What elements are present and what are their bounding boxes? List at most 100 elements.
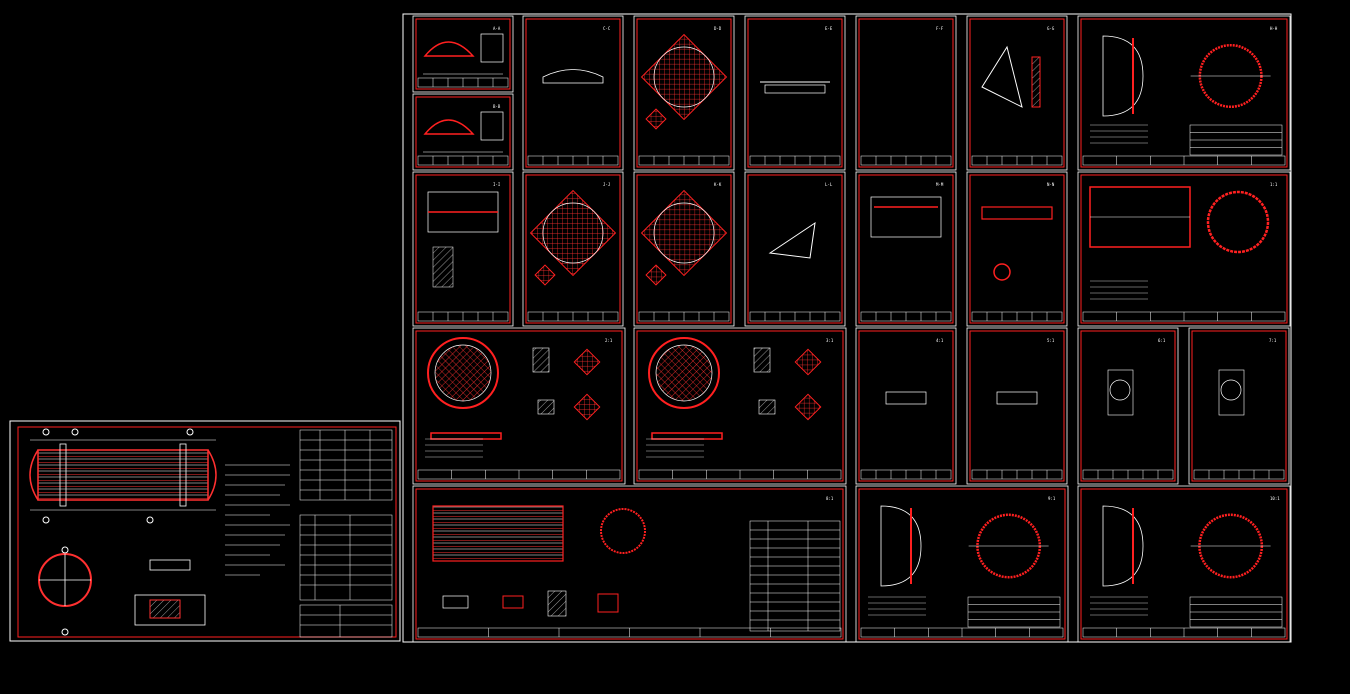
detail-sheet[interactable]: J-J [522,171,624,327]
sheet-title-block [417,469,621,480]
sheet-drawing [870,196,942,238]
sheet-mark-label: 5:1 [1047,338,1055,343]
sheet-mark-label: 10:1 [1270,496,1280,501]
detail-sheet[interactable]: I-I [412,171,514,327]
sheet-drawing [432,505,841,632]
sheet-mark-label: N-N [1047,182,1055,187]
sheet-mark-label: K-K [714,182,722,187]
sheet-drawing [646,337,822,458]
sheet-title-block [1193,469,1285,480]
heat-exchanger-elevation [29,428,217,524]
sheet-mark-label: 7:1 [1269,338,1277,343]
saddle-detail [134,559,206,626]
detail-sheet[interactable]: D-D [633,15,735,171]
sheet-title-block [417,77,509,88]
detail-sheet[interactable]: 4:1 [855,327,957,485]
detail-sheet[interactable]: 10:1 [1077,485,1291,643]
detail-sheet[interactable]: 5:1 [966,327,1068,485]
sheet-title-block [638,155,730,166]
sheet-title-block [638,469,842,480]
detail-sheet[interactable]: L-L [744,171,846,327]
sheet-title-block [749,155,841,166]
sheet-title-block [860,469,952,480]
sheet-mark-label: B-B [493,104,501,109]
sheet-drawing [885,391,927,405]
sheet-drawing [425,337,601,458]
sheet-title-block [971,155,1063,166]
sheet-drawing [1218,369,1245,416]
sheet-drawing [1090,505,1283,628]
detail-sheet[interactable]: A-A [412,15,514,93]
detail-sheet[interactable]: 7:1 [1188,327,1290,485]
sheet-mark-label: 1:1 [1270,182,1278,187]
detail-sheet[interactable]: K-K [633,171,735,327]
detail-sheet[interactable]: M-M [855,171,957,327]
sheet-mark-label: 9:1 [1048,496,1056,501]
sheet-title-block [1082,627,1286,638]
detail-sheet[interactable]: 9:1 [855,485,1069,643]
nozzle-table [299,429,393,501]
sheet-mark-label: 8:1 [826,496,834,501]
sheet-mark-label: M-M [936,182,944,187]
sheet-title-block [417,627,842,638]
sheet-drawing [868,505,1061,628]
sheet-title-block [638,311,730,322]
sheet-title-block [860,311,952,322]
sheet-drawing [1090,35,1283,156]
detail-sheet[interactable]: 1:1 [1077,171,1291,327]
sheet-drawing [640,189,728,286]
detail-sheet[interactable]: E-E [744,15,846,171]
detail-sheet[interactable]: C-C [522,15,624,171]
sheet-title-block [527,155,619,166]
parts-list-table [299,514,393,601]
sheet-mark-label: F-F [936,26,944,31]
detail-sheet[interactable]: B-B [412,93,514,171]
sheet-mark-label: 2:1 [605,338,613,343]
sheet-title-block [417,155,509,166]
sheet-title-block [1082,469,1174,480]
end-view-circle [38,546,92,636]
sheet-mark-label: L-L [825,182,833,187]
detail-sheet[interactable]: G-G [966,15,1068,171]
detail-sheet[interactable]: N-N [966,171,1068,327]
sheet-mark-label: I-I [493,182,501,187]
sheet-mark-label: 6:1 [1158,338,1166,343]
sheet-title-block [860,155,952,166]
sheet-drawing [760,81,830,94]
sheet-title-block [971,469,1063,480]
sheet-title-block [971,311,1063,322]
sheet-drawing [423,33,504,75]
assembly-sheet[interactable] [9,420,401,642]
detail-sheet[interactable]: H-H [1077,15,1291,171]
detail-sheet[interactable]: F-F [855,15,957,171]
sheet-mark-label: H-H [1270,26,1278,31]
sheet-title-block [1082,311,1286,322]
sheet-title-block [417,311,509,322]
title-block [299,604,393,638]
sheet-mark-label: A-A [493,26,501,31]
sheet-mark-label: E-E [825,26,833,31]
sheet-title-block [527,311,619,322]
sheet-title-block [1082,155,1286,166]
sheet-drawing [542,69,604,84]
sheet-title-block [749,311,841,322]
sheet-drawing [981,45,1041,108]
sheet-drawing [1089,186,1270,300]
sheet-drawing [640,33,728,130]
sheet-mark-label: G-G [1047,26,1055,31]
detail-sheet[interactable]: 2:1 [412,327,626,485]
sheet-drawing [529,189,617,286]
sheet-drawing [996,391,1038,405]
detail-sheets-panel[interactable]: A-A B-B C-C D-D E-E F-F G-G H-H I-I J-J K-K L-L M-M N… [402,13,1292,643]
detail-sheet[interactable]: 8:1 [412,485,847,643]
sheet-mark-label: J-J [603,182,610,187]
sheet-mark-label: C-C [603,26,611,31]
sheet-drawing [981,206,1053,281]
detail-sheet[interactable]: 6:1 [1077,327,1179,485]
sheet-drawing [423,111,504,153]
sheet-mark-label: 3:1 [826,338,834,343]
sheet-mark-label: D-D [714,26,722,31]
sheet-drawing [1107,369,1134,416]
detail-sheet[interactable]: 3:1 [633,327,847,485]
